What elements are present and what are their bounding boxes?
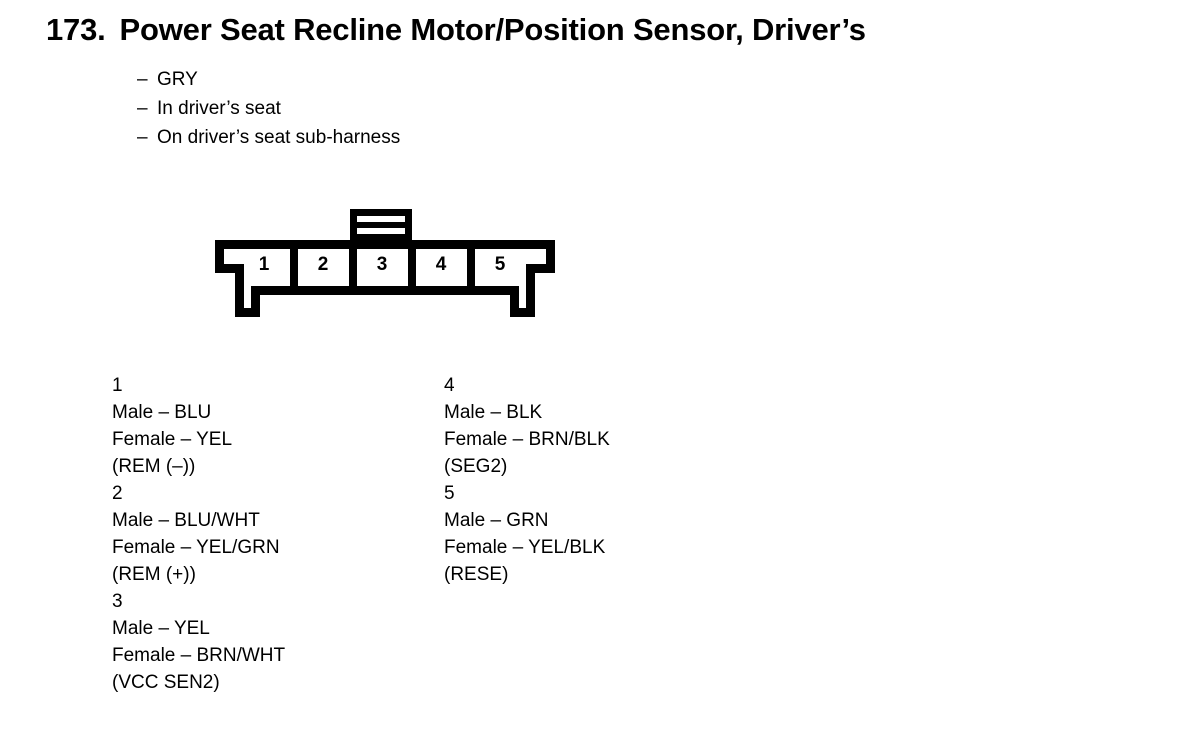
- note-item: – GRY: [137, 65, 400, 94]
- pin-legend-circuit: (VCC SEN2): [112, 672, 220, 693]
- page-title-number: 173.: [46, 12, 106, 47]
- pin-legend-left: 1 Male – BLU Female – YEL (REM (–)) 2 Ma…: [112, 372, 285, 696]
- pin-legend-male: Male – GRN: [444, 510, 549, 531]
- pin-legend-female: Female – YEL: [112, 429, 233, 450]
- pin-legend-right: 4 Male – BLK Female – BRN/BLK (SEG2) 5 M…: [444, 372, 610, 588]
- note-item: – On driver’s seat sub-harness: [137, 123, 400, 152]
- dash-icon: –: [137, 127, 148, 148]
- pin-legend-entry: 5 Male – GRN Female – YEL/BLK (RESE): [444, 480, 610, 588]
- note-label: On driver’s seat sub-harness: [157, 127, 401, 148]
- connector-pin-4: 4: [436, 254, 447, 275]
- pin-legend-female: Female – BRN/WHT: [112, 645, 286, 666]
- pin-legend-entry: 2 Male – BLU/WHT Female – YEL/GRN (REM (…: [112, 480, 285, 588]
- connector-svg: 1 2 3 4 5: [215, 209, 555, 317]
- pin-legend-circuit: (REM (–)): [112, 456, 196, 477]
- pin-legend-circuit: (RESE): [444, 564, 509, 585]
- pin-legend-male: Male – BLU/WHT: [112, 510, 260, 531]
- note-label: In driver’s seat: [157, 98, 281, 119]
- page-title-text: Power Seat Recline Motor/Position Sensor…: [119, 12, 866, 47]
- note-label: GRY: [157, 69, 198, 90]
- pin-legend-circuit: (SEG2): [444, 456, 508, 477]
- pin-legend-male: Male – YEL: [112, 618, 210, 639]
- pin-legend-female: Female – YEL/BLK: [444, 537, 606, 558]
- pin-legend-index: 4: [444, 375, 455, 396]
- pin-legend-index: 3: [112, 591, 123, 612]
- pin-legend-entry: 3 Male – YEL Female – BRN/WHT (VCC SEN2): [112, 588, 285, 696]
- pin-legend-female: Female – YEL/GRN: [112, 537, 280, 558]
- dash-icon: –: [137, 98, 148, 119]
- connector-notes: – GRY – In driver’s seat – On driver’s s…: [137, 65, 400, 152]
- connector-pin-2: 2: [318, 254, 329, 275]
- note-item: – In driver’s seat: [137, 94, 400, 123]
- pin-divider: [408, 240, 416, 286]
- pin-divider: [290, 240, 298, 286]
- pin-legend-index: 5: [444, 483, 455, 504]
- dash-icon: –: [137, 69, 148, 90]
- pin-legend-male: Male – BLK: [444, 402, 543, 423]
- connector-pin-3: 3: [377, 254, 388, 275]
- pin-legend-index: 2: [112, 483, 123, 504]
- page-title: 173. Power Seat Recline Motor/Position Se…: [46, 14, 866, 45]
- pin-legend-circuit: (REM (+)): [112, 564, 196, 585]
- pin-legend-female: Female – BRN/BLK: [444, 429, 610, 450]
- connector-pin-1: 1: [259, 254, 270, 275]
- pin-divider: [467, 240, 475, 286]
- pin-legend-index: 1: [112, 375, 123, 396]
- connector-pin-5: 5: [495, 254, 506, 275]
- pin-legend-entry: 4 Male – BLK Female – BRN/BLK (SEG2): [444, 372, 610, 480]
- connector-diagram: 1 2 3 4 5: [205, 198, 565, 323]
- pin-divider: [349, 240, 357, 286]
- pin-legend-entry: 1 Male – BLU Female – YEL (REM (–)): [112, 372, 285, 480]
- connector-body-outline: [215, 209, 555, 317]
- pin-legend-male: Male – BLU: [112, 402, 212, 423]
